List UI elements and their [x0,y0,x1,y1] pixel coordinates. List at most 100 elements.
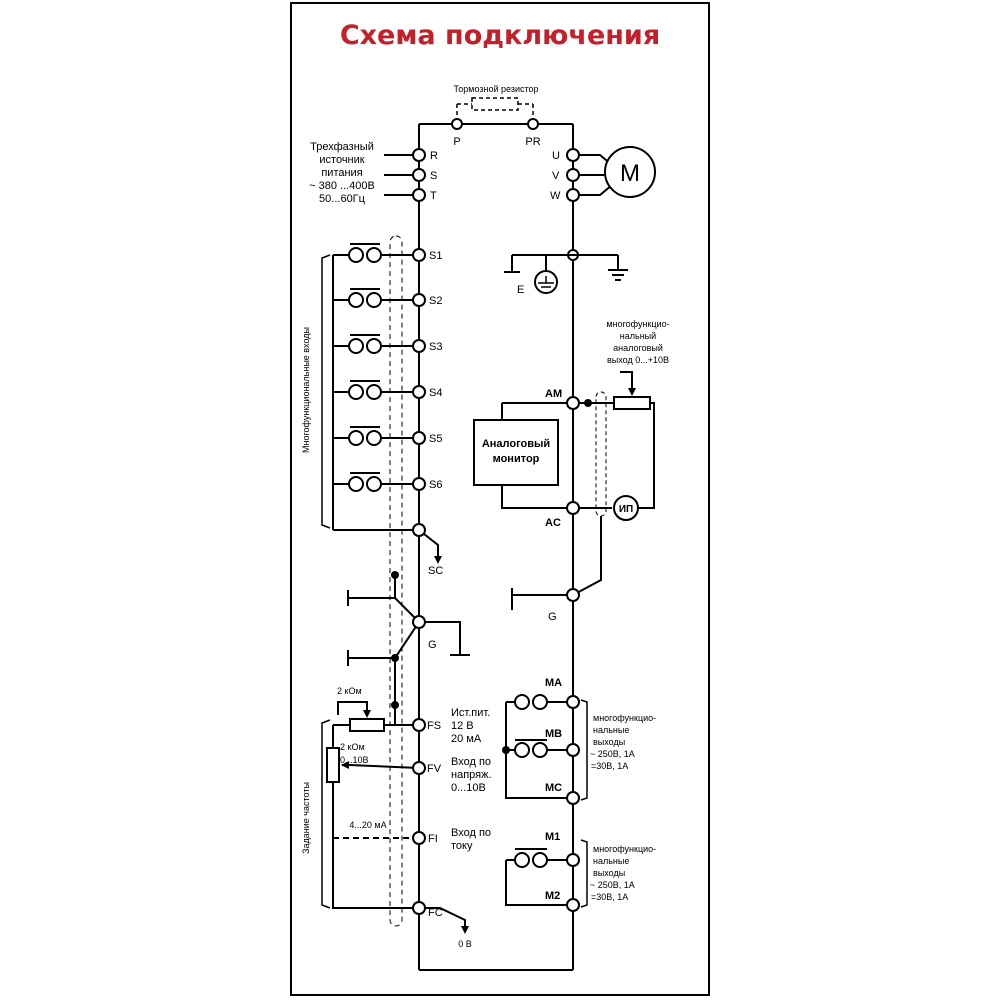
pot2-label: 2 кОм [340,742,365,752]
svg-text:многофункцио-: многофункцио- [593,713,656,723]
power-terminals [384,148,426,202]
terminal-p-label: P [453,136,460,148]
motor-icon [604,146,656,198]
relay-output-1 [502,694,588,805]
svg-text:50...60Гц: 50...60Гц [319,193,366,205]
svg-text:нальный: нальный [620,331,656,341]
svg-text:току: току [451,840,473,852]
braking-resistor [456,97,534,124]
input-switch-s5 [333,426,426,446]
analog-output-label: многофункцио- нальный аналоговый выход 0… [606,319,669,365]
ground-wiring [504,249,628,294]
terminal-w-label: W [550,190,561,202]
terminal-fc-label: FC [428,907,443,919]
motor-label: M [620,160,640,187]
terminal-r [412,148,426,162]
svg-text:0...10В: 0...10В [451,782,486,794]
terminal-s2-label: S2 [429,295,442,307]
fi-description: Вход по току [451,827,491,852]
svg-text:многофункцио-: многофункцио- [606,319,669,329]
shield-ground [347,571,470,666]
svg-text:Вход по: Вход по [451,756,491,768]
shielded-cable [389,235,403,927]
svg-text:многофункцио-: многофункцио- [593,844,656,854]
terminal-u-label: U [552,150,560,162]
instrument-meter-icon [613,495,639,521]
input-switch-s6 [333,472,426,492]
svg-text:=30В, 1А: =30В, 1А [591,892,628,902]
svg-text:~ 250В, 1А: ~ 250В, 1А [590,749,635,759]
input-switch-s4 [333,380,426,400]
relay2-description: многофункцио- нальные выходы ~ 250В, 1А … [590,844,656,902]
frequency-setting-label: Задание частоты [301,782,311,854]
input-switch-s3 [333,334,426,354]
svg-text:выходы: выходы [593,868,625,878]
terminal-sc [412,523,426,537]
svg-text:Вход по: Вход по [451,827,491,839]
terminal-g2-label: G [548,611,557,623]
terminal-m2-label: M2 [545,890,560,902]
input-switch-s1 [333,243,426,263]
relay-output-2 [505,839,588,912]
fs-description: Ист.пит. 12 В 20 мА [451,707,490,745]
svg-text:Трехфазный: Трехфазный [310,141,374,153]
terminal-s5-label: S5 [429,433,442,445]
svg-text:выход 0...+10В: выход 0...+10В [607,355,669,365]
terminal-v-label: V [552,170,560,182]
svg-text:12 В: 12 В [451,720,474,732]
terminal-s1-label: S1 [429,250,442,262]
terminal-u [566,148,580,162]
svg-text:выходы: выходы [593,737,625,747]
analog-monitor-line1: Аналоговый [482,438,550,450]
ground-e-label: E [517,284,524,296]
terminal-ma-label: MA [545,677,562,689]
ground-g2 [511,588,580,610]
terminal-mc-label: MC [545,782,562,794]
svg-text:~ 380 ...400В: ~ 380 ...400В [309,180,375,192]
braking-resistor-label: Тормозной резистор [453,84,538,94]
svg-text:20 мА: 20 мА [451,733,482,745]
analog-monitor-wiring [501,371,655,596]
relay1-description: многофункцио- нальные выходы ~ 250В, 1А … [590,713,656,771]
diagram-title: Схема подключения [339,20,661,51]
terminal-pr [527,118,539,130]
terminal-t [412,188,426,202]
terminal-s6-label: S6 [429,479,442,491]
analog-monitor-box [473,419,559,486]
terminal-p [451,118,463,130]
svg-text:нальные: нальные [593,725,629,735]
terminal-w [566,188,580,202]
svg-text:Ист.пит.: Ист.пит. [451,707,490,719]
terminal-r-label: R [430,150,438,162]
terminal-pr-label: PR [525,136,540,148]
terminal-v [566,168,580,182]
terminal-fv-label: FV [427,763,442,775]
terminal-mb-label: MB [545,728,562,740]
terminal-s [412,168,426,182]
terminal-s-label: S [430,170,437,182]
terminal-m1-label: M1 [545,831,560,843]
sc-arrow-line [418,529,439,560]
svg-text:источник: источник [319,154,364,166]
frequency-bracket [321,719,331,909]
svg-text:питания: питания [321,167,362,179]
power-source-label: Трехфазный источник питания ~ 380 ...400… [309,141,375,205]
terminal-fs-label: FS [427,720,441,732]
analog-monitor-line2: монитор [493,453,540,465]
terminal-t-label: T [430,190,437,202]
terminal-s3-label: S3 [429,341,442,353]
inputs-bracket [321,254,331,529]
svg-text:=30В, 1А: =30В, 1А [591,761,628,771]
sc-arrow [434,556,442,564]
meter-label: ИП [619,504,633,515]
terminal-ac-label: AC [545,517,561,529]
terminal-s4-label: S4 [429,387,442,399]
terminal-fi-label: FI [428,833,438,845]
frequency-pot-wiring [326,658,469,934]
zero-volt-label: 0 В [458,939,472,949]
diagram-frame [290,2,710,996]
svg-text:нальные: нальные [593,856,629,866]
pot2-range: 0...10В [340,755,369,765]
svg-text:аналоговый: аналоговый [613,343,663,353]
